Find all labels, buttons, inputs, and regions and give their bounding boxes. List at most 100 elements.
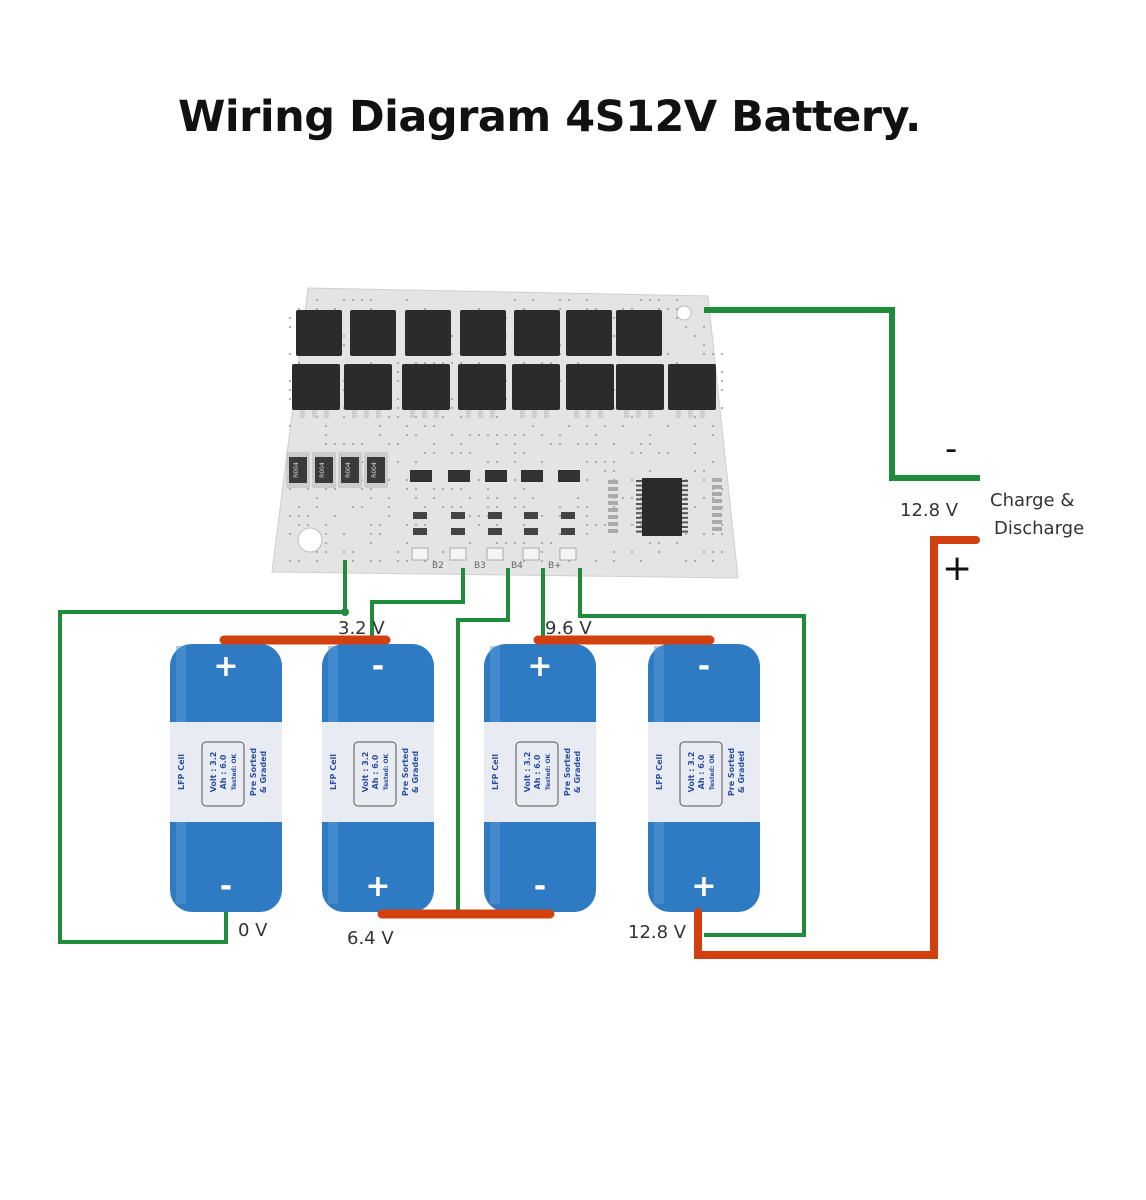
- pcb-via: [289, 425, 291, 427]
- balance-transistor: [410, 470, 432, 482]
- pcb-via: [451, 335, 453, 337]
- pcb-via: [451, 434, 453, 436]
- cell-graded-1: Pre Sorted: [401, 748, 410, 796]
- pcb-via: [424, 308, 426, 310]
- cell-volt: Volt : 3.2: [523, 752, 532, 793]
- pcb-via: [469, 515, 471, 517]
- pcb-via: [388, 479, 390, 481]
- pcb-via: [640, 443, 642, 445]
- pcb-via: [667, 353, 669, 355]
- bms-ic-chip: [642, 478, 682, 536]
- pcb-via: [604, 461, 606, 463]
- cell-graded-1: Pre Sorted: [249, 748, 258, 796]
- pcb-via: [469, 497, 471, 499]
- cell-brand: LFP Cell: [655, 754, 664, 790]
- pcb-via: [496, 461, 498, 463]
- pcb-via: [289, 389, 291, 391]
- pcb-via: [370, 533, 372, 535]
- smd-part: [712, 513, 722, 517]
- pcb-via: [631, 308, 633, 310]
- pcb-via: [577, 443, 579, 445]
- cell-graded-2: & Graded: [573, 750, 582, 793]
- pcb-via: [379, 533, 381, 535]
- pcb-via: [316, 299, 318, 301]
- pcb-via: [325, 443, 327, 445]
- pcb-via: [343, 533, 345, 535]
- balance-transistor: [448, 470, 470, 482]
- pcb-via: [514, 461, 516, 463]
- pcb-via: [640, 560, 642, 562]
- pcb-via: [397, 560, 399, 562]
- smd-part: [608, 494, 618, 498]
- mosfet: [402, 364, 450, 410]
- pcb-via: [388, 506, 390, 508]
- cell-graded-2: & Graded: [259, 750, 268, 793]
- pcb-via: [298, 524, 300, 526]
- pcb-via: [316, 497, 318, 499]
- mosfet: [566, 364, 614, 410]
- mosfet-leg: [676, 410, 681, 418]
- pcb-via: [541, 542, 543, 544]
- pcb-via: [325, 425, 327, 427]
- pcb-via: [586, 515, 588, 517]
- balance-wire-b2: [372, 568, 463, 640]
- smd-part: [712, 527, 722, 531]
- pcb-via: [703, 326, 705, 328]
- mosfet: [458, 364, 506, 410]
- pcb-via: [388, 515, 390, 517]
- balance-resistor: [451, 512, 465, 519]
- pcb-via: [298, 515, 300, 517]
- pcb-via: [451, 407, 453, 409]
- pcb-via: [631, 416, 633, 418]
- pcb-via: [406, 488, 408, 490]
- pcb-via: [622, 308, 624, 310]
- negative-terminal-sign: -: [372, 649, 384, 684]
- pcb-via: [361, 299, 363, 301]
- mount-hole-bottom: [298, 528, 322, 552]
- pcb-via: [343, 551, 345, 553]
- cell-graded-2: & Graded: [737, 750, 746, 793]
- pcb-via: [469, 434, 471, 436]
- mosfet: [405, 310, 451, 356]
- pcb-via: [595, 434, 597, 436]
- positive-terminal-sign: +: [365, 869, 390, 904]
- pcb-via: [433, 425, 435, 427]
- balance-transistor: [558, 470, 580, 482]
- pcb-via: [289, 560, 291, 562]
- pcb-via: [289, 488, 291, 490]
- mosfet-leg: [490, 410, 495, 418]
- node-label-9-6v: 9.6 V: [545, 618, 592, 639]
- pcb-via: [397, 416, 399, 418]
- node-label-6-4v: 6.4 V: [347, 928, 394, 949]
- pcb-via: [289, 380, 291, 382]
- balance-resistor: [488, 512, 502, 519]
- charge-discharge-label-line2: Discharge: [994, 518, 1084, 539]
- pcb-via: [712, 461, 714, 463]
- negative-terminal-sign: -: [534, 869, 546, 904]
- pcb-via: [613, 335, 615, 337]
- pcb-via: [586, 425, 588, 427]
- node-label-12-8v: 12.8 V: [628, 922, 687, 943]
- pcb-via: [397, 407, 399, 409]
- pcb-via: [406, 560, 408, 562]
- pcb-via: [703, 479, 705, 481]
- pcb-via: [676, 362, 678, 364]
- pcb-via: [361, 506, 363, 508]
- pcb-via: [703, 353, 705, 355]
- pcb-via: [469, 542, 471, 544]
- balance-resistor: [561, 512, 575, 519]
- pcb-via: [523, 506, 525, 508]
- pcb-via: [631, 524, 633, 526]
- smd-part: [712, 485, 722, 489]
- pcb-via: [307, 488, 309, 490]
- pcb-via: [460, 506, 462, 508]
- pcb-via: [577, 362, 579, 364]
- pcb-via: [667, 308, 669, 310]
- cell-ah: Ah : 6.0: [371, 754, 380, 789]
- pcb-via: [415, 461, 417, 463]
- balance-resistor: [451, 528, 465, 535]
- pcb-via: [622, 425, 624, 427]
- pcb-via: [397, 380, 399, 382]
- pcb-via: [559, 434, 561, 436]
- pcb-via: [703, 551, 705, 553]
